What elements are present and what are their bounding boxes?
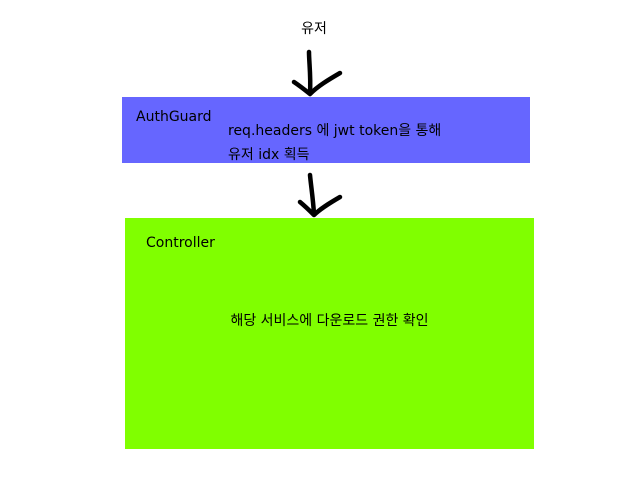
controller-box: Controller 해당 서비스에 다운로드 권한 확인	[125, 218, 534, 449]
authguard-box: AuthGuard req.headers 에 jwt token을 통해 유저…	[122, 97, 530, 163]
user-label: 유저	[301, 21, 327, 37]
controller-title: Controller	[146, 235, 215, 251]
authguard-description: req.headers 에 jwt token을 통해 유저 idx 획득	[228, 123, 442, 163]
controller-description: 해당 서비스에 다운로드 권한 확인	[230, 313, 429, 329]
authguard-title: AuthGuard	[136, 109, 212, 125]
